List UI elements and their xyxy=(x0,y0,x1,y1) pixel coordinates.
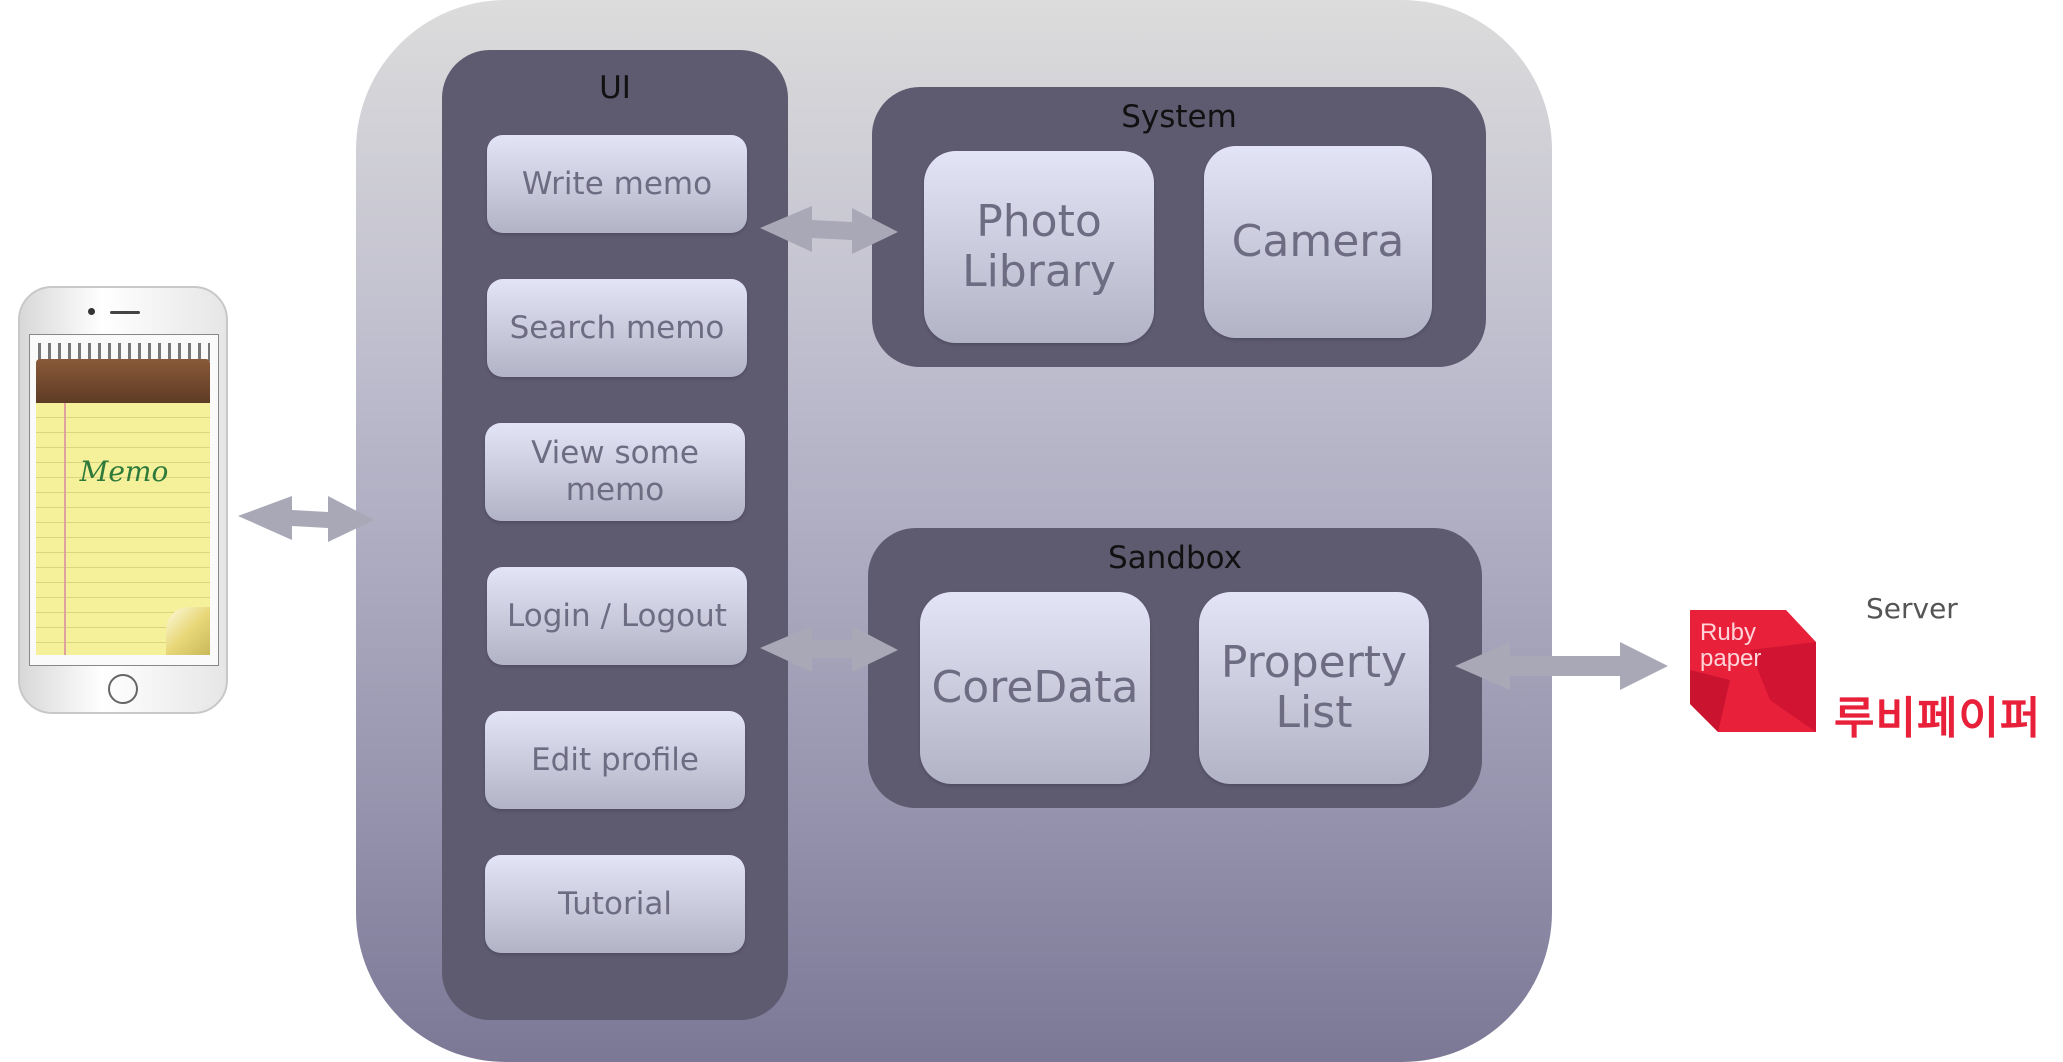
phone-illustration: Memo xyxy=(18,286,228,714)
ui-system-arrow xyxy=(760,206,898,254)
rubypaper-korean-text: 루비페이퍼 xyxy=(1834,693,2042,744)
phone-speaker-icon xyxy=(110,311,140,314)
login-logout-button[interactable]: Login / Logout xyxy=(487,567,747,665)
sandbox-panel-title: Sandbox xyxy=(1107,540,1243,576)
home-button-icon[interactable] xyxy=(108,674,138,704)
rubypaper-logo-shape xyxy=(1690,610,1816,732)
coredata-box[interactable]: CoreData xyxy=(920,592,1150,784)
photo-library-box[interactable]: Photo Library xyxy=(924,151,1154,343)
notepad-header xyxy=(36,359,210,403)
camera-box[interactable]: Camera xyxy=(1204,146,1432,338)
rubypaper-logo-text: Ruby paper xyxy=(1700,619,1762,672)
property-list-box[interactable]: Property List xyxy=(1199,592,1429,784)
server-label: Server xyxy=(1866,592,1958,625)
write-memo-button[interactable]: Write memo xyxy=(487,135,747,233)
view-some-memo-button[interactable]: View some memo xyxy=(485,423,745,521)
edit-profile-button[interactable]: Edit profile xyxy=(485,711,745,809)
phone-camera-icon xyxy=(88,308,95,315)
system-panel-title: System xyxy=(1121,99,1237,135)
sandbox-server-arrow xyxy=(1455,642,1668,690)
rubypaper-logo: Ruby paper xyxy=(1690,610,1816,732)
notepad-curl xyxy=(166,607,210,655)
notepad-margin-line xyxy=(64,403,66,655)
ui-panel-title: UI xyxy=(599,70,631,106)
notepad-rings xyxy=(38,343,210,361)
memo-title: Memo xyxy=(79,455,169,488)
phone-screen: Memo xyxy=(29,334,219,666)
tutorial-button[interactable]: Tutorial xyxy=(485,855,745,953)
search-memo-button[interactable]: Search memo xyxy=(487,279,747,377)
ui-sandbox-arrow xyxy=(760,626,898,672)
phone-app-arrow xyxy=(238,496,374,542)
